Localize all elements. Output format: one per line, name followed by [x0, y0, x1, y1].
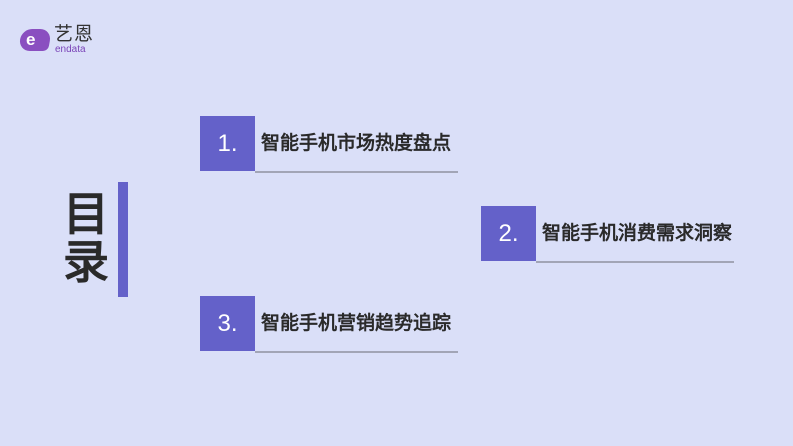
- logo-name-cn: 艺恩: [54, 23, 95, 45]
- title-accent-bar: [118, 182, 128, 297]
- title-char-1: 目: [63, 187, 109, 241]
- toc-item-label: 智能手机营销趋势追踪: [261, 312, 452, 334]
- page-title: 目 录: [58, 190, 114, 286]
- toc-item-number: 1.: [200, 116, 255, 171]
- toc-item-underline: [255, 171, 458, 173]
- toc-item-label: 智能手机市场热度盘点: [261, 132, 452, 154]
- toc-item-underline: [255, 351, 458, 353]
- toc-item-number: 3.: [200, 296, 255, 351]
- endata-e-icon: e: [18, 29, 52, 51]
- endata-logo: e 艺恩 endata: [18, 23, 110, 56]
- toc-item-underline: [536, 261, 734, 263]
- toc-item-number: 2.: [481, 206, 536, 261]
- title-char-2: 录: [63, 235, 109, 289]
- toc-item-label: 智能手机消费需求洞察: [542, 222, 733, 244]
- logo-name-en: endata: [55, 44, 86, 55]
